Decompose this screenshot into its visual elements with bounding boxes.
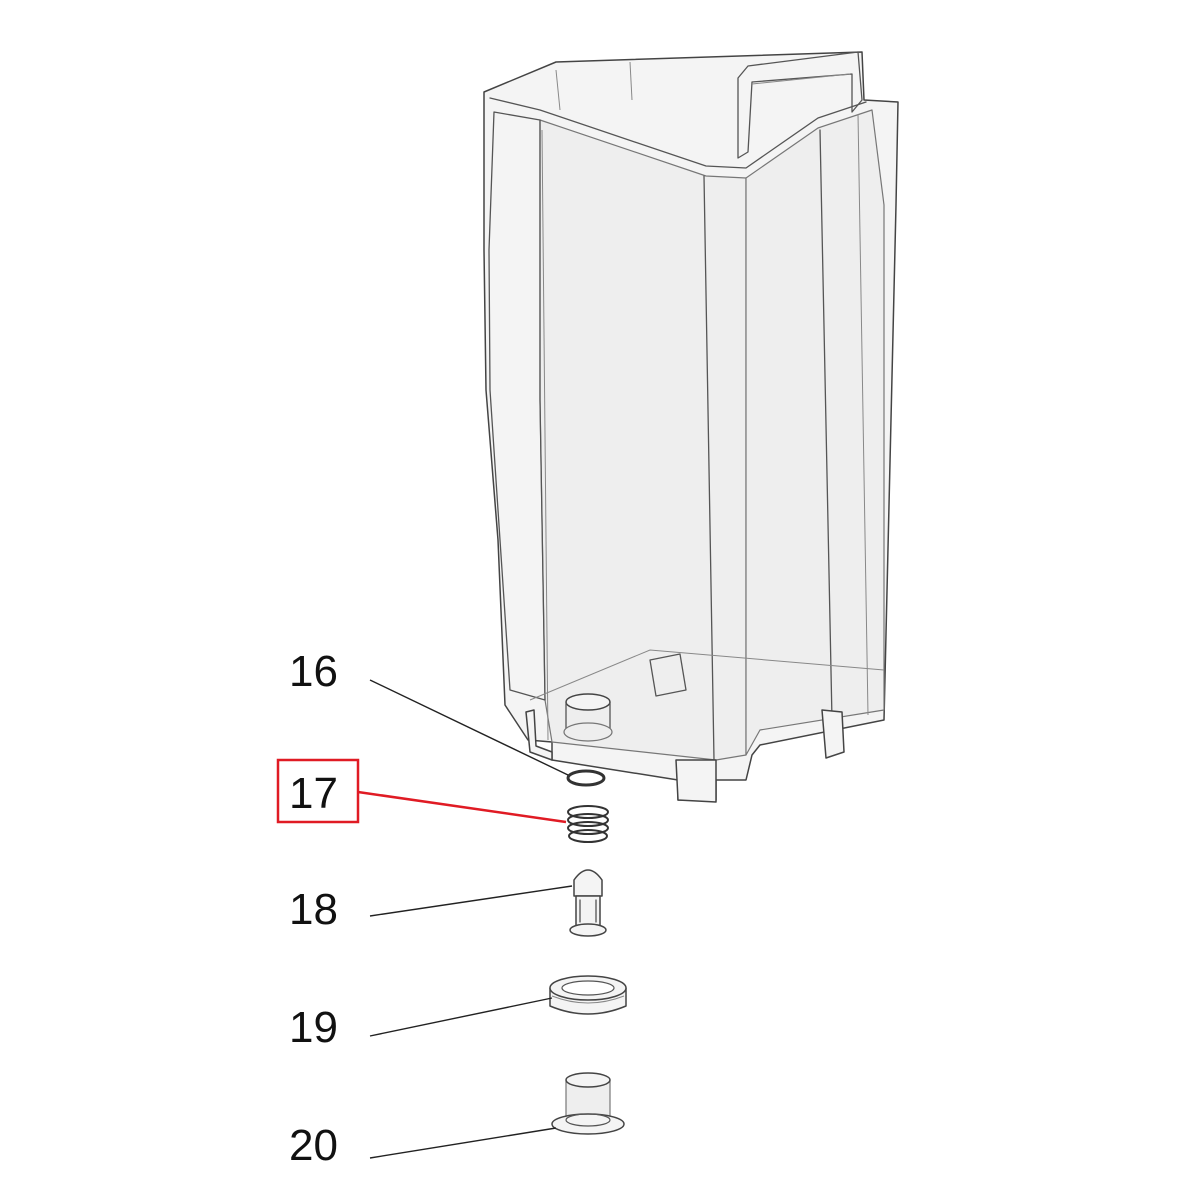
callout-19: 19 — [289, 1003, 338, 1052]
leader-17 — [357, 790, 567, 824]
part-16-o-ring — [566, 769, 606, 787]
highlight-box-17 — [276, 758, 360, 824]
part-17-spring — [567, 805, 609, 843]
leader-19 — [369, 997, 553, 1037]
callout-18: 18 — [289, 885, 338, 934]
callout-17: 17 — [289, 769, 338, 818]
tank-handle — [737, 51, 863, 159]
tank-outlet — [563, 693, 613, 742]
callout-16: 16 — [289, 647, 338, 696]
part-20-valve-bushing — [551, 1072, 625, 1135]
tank-left-edge — [488, 111, 546, 701]
leader-18 — [369, 885, 573, 917]
leader-16 — [369, 679, 569, 776]
tank-front-face — [539, 119, 747, 761]
leader-20 — [369, 1127, 557, 1159]
tank-side-face — [745, 109, 885, 756]
part-19-valve-seal — [549, 975, 627, 1015]
water-tank — [483, 51, 899, 803]
part-18-valve-plunger — [569, 869, 607, 937]
callout-20: 20 — [289, 1121, 338, 1170]
